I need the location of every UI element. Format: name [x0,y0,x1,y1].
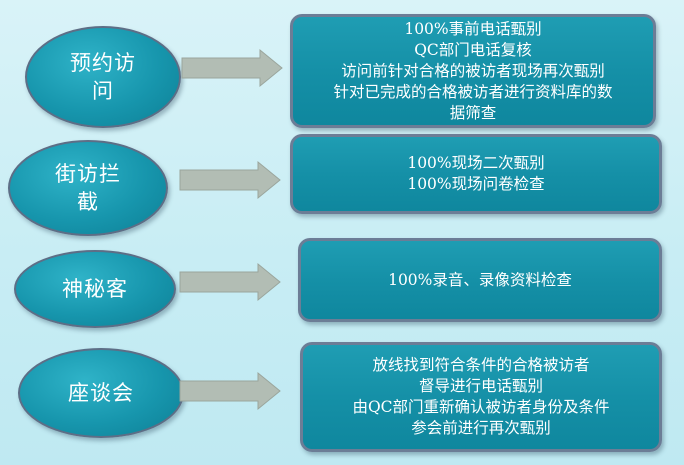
method-oval: 预约访问 [25,26,181,128]
right-arrow-icon [179,262,281,302]
method-label: 街访拦截 [55,162,121,214]
method-label: 座谈会 [68,381,134,405]
detail-line: 100%现场问卷检查 [407,175,545,193]
detail-box: 放线找到符合条件的合格被访者 督导进行电话甄别 由QC部门重新确认被访者身份及条… [300,342,662,452]
detail-box: 100%现场二次甄别 100%现场问卷检查 [290,134,662,214]
detail-line: 由QC部门重新确认被访者身份及条件 [352,398,610,416]
method-oval: 座谈会 [18,348,184,438]
method-oval: 街访拦截 [8,140,168,236]
detail-line: 放线找到符合条件的合格被访者 [372,356,590,374]
detail-line: 参会前进行再次甄别 [411,419,551,437]
right-arrow-icon [179,160,281,200]
method-label: 预约访问 [70,51,136,103]
detail-line: 100%事前电话甄别 [404,19,542,38]
detail-box: 100%录音、录像资料检查 [298,238,662,322]
detail-box: 100%事前电话甄别 QC部门电话复核 访问前针对合格的被访者现场再次甄别 针对… [290,14,656,128]
detail-line: 督导进行电话甄别 [418,377,543,395]
detail-line: 针对已完成的合格被访者进行资料库的数 [333,82,613,101]
detail-line: 100%录音、录像资料检查 [388,270,572,289]
detail-line: 访问前针对合格的被访者现场再次甄别 [341,61,605,80]
right-arrow-icon [181,48,283,88]
detail-line: 据筛查 [449,103,497,122]
detail-line: QC部门电话复核 [414,40,532,59]
right-arrow-icon [179,371,281,411]
method-label: 神秘客 [62,277,128,301]
method-oval: 神秘客 [14,250,176,328]
detail-line: 100%现场二次甄别 [407,154,545,172]
